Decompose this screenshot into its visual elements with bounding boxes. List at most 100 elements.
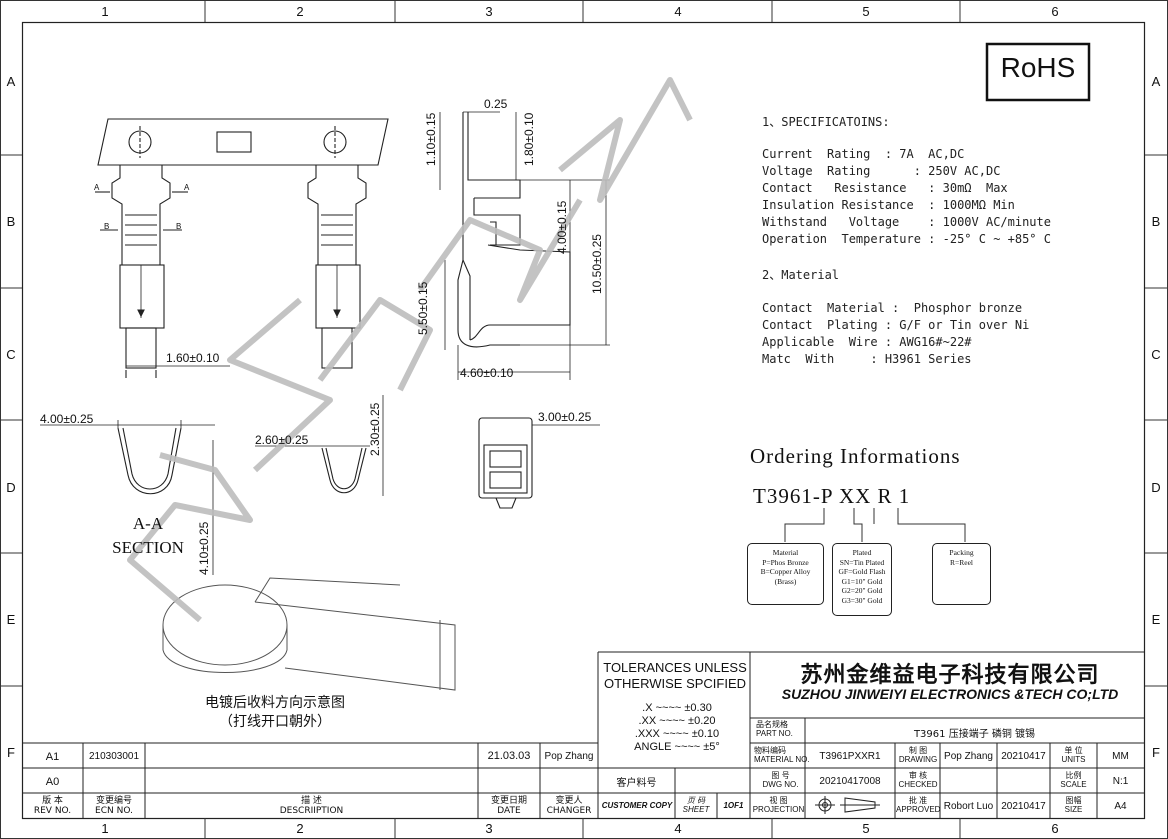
spec-line-insulation: Insulation Resistance : 1000MΩ Min	[762, 198, 1015, 212]
material-title: 2、Material	[762, 268, 840, 282]
zone-col-6-bottom: 6	[1051, 821, 1059, 836]
company-name-en: SUZHOU JINWEIYI ELECTRONICS &TECH CO;LTD	[781, 686, 1119, 702]
section-label-line1: A-A	[132, 514, 164, 533]
dim-2-60: 2.60±0.25	[255, 433, 309, 447]
spec-line-contact-resistance: Contact Resistance : 30mΩ Max	[762, 181, 1008, 195]
approved-date: 20210417	[1001, 801, 1046, 812]
ordering-box-packing: Packing R=Reel	[932, 543, 991, 605]
spec-title: 1、SPECIFICATOINS:	[762, 115, 890, 129]
tolerance-table: .X ~~~~ ±0.30 .XX ~~~~ ±0.20 .XXX ~~~~ ±…	[634, 702, 720, 753]
reel-illustration	[162, 577, 456, 691]
company-name-cn: 苏州金维益电子科技有限公司	[800, 663, 1100, 688]
watermark-icon	[127, 77, 693, 623]
zone-col-1: 1	[101, 4, 109, 19]
reel-caption-line1: 电镀后收料方向示意图	[205, 695, 345, 711]
dim-4-00-vertical: 4.00±0.15	[555, 200, 569, 254]
terminal-side-view	[439, 111, 610, 380]
zone-col-4: 4	[674, 4, 682, 19]
section-mark-b-left: B	[104, 222, 110, 231]
material-line-plating: Contact Plating : G/F or Tin over Ni	[762, 318, 1030, 332]
zone-col-3: 3	[485, 4, 493, 19]
rohs-box	[985, 42, 1091, 102]
dim-1-10: 1.10±0.15	[424, 112, 438, 166]
tolerances-heading: TOLERANCES UNLESS OTHERWISE SPCIFIED	[603, 660, 747, 691]
zone-row-b-right: B	[1151, 214, 1161, 229]
dim-4-60: 4.60±0.10	[460, 366, 514, 380]
approved-by: Robort Luo	[943, 801, 994, 812]
material-no-value: T3961PXXR1	[819, 751, 881, 762]
section-mark-b-right: B	[176, 222, 182, 231]
reel-caption-line2: （打线开口朝外）	[219, 714, 331, 730]
zone-row-f-right: F	[1152, 745, 1160, 760]
zone-row-d-right: D	[1151, 480, 1161, 495]
rev-row-1-ecn: 210303001	[88, 751, 140, 762]
dim-1-80: 1.80±0.10	[522, 112, 536, 166]
zone-col-3-bottom: 3	[485, 821, 493, 836]
ordering-box-material: Material P=Phos Bronze B=Copper Alloy (B…	[747, 543, 824, 605]
ordering-box-plated: Plated SN=Tin Plated GF=Gold Flash G1=10…	[832, 543, 892, 616]
units-value: MM	[1112, 751, 1129, 762]
section-views	[40, 395, 600, 575]
rev-row-2-rev: A0	[45, 776, 60, 788]
size-value: A4	[1114, 801, 1127, 812]
zone-row-e: E	[6, 612, 16, 627]
zone-row-a: A	[6, 74, 16, 89]
zone-row-a-right: A	[1151, 74, 1161, 89]
dim-4-10: 4.10±0.25	[197, 521, 211, 575]
rev-row-1-rev: A1	[45, 751, 60, 763]
dwg-no-value: 20210417008	[819, 776, 881, 787]
title-block-grid	[22, 651, 1144, 818]
zone-col-1-bottom: 1	[101, 821, 109, 836]
dim-5-50: 5.50±0.15	[416, 281, 430, 335]
zone-row-e-right: E	[1151, 612, 1161, 627]
dim-10-50: 10.50±0.25	[590, 234, 604, 294]
zone-col-6: 6	[1051, 4, 1059, 19]
zone-row-f: F	[7, 745, 15, 760]
zone-col-2-bottom: 2	[296, 821, 304, 836]
rev-row-1-date: 21.03.03	[487, 750, 531, 762]
material-line-contact: Contact Material : Phosphor bronze	[762, 301, 1023, 315]
spec-line-current: Current Rating : 7A AC,DC	[762, 147, 965, 161]
ordering-leaders	[784, 508, 966, 542]
projection-symbol-icon	[815, 796, 880, 814]
sheet-value: 1OF1	[723, 801, 744, 810]
zone-col-2: 2	[296, 4, 304, 19]
dim-3-00: 3.00±0.25	[538, 410, 592, 424]
section-mark-a-left: A	[94, 183, 100, 192]
material-line-mate: Matc With : H3961 Series	[762, 352, 972, 366]
zone-col-5: 5	[862, 4, 870, 19]
material-line-wire: Applicable Wire : AWG16#~22#	[762, 335, 972, 349]
drawing-by: Pop Zhang	[944, 751, 993, 762]
dim-0-25: 0.25	[484, 97, 508, 111]
ordering-title: Ordering Informations	[750, 444, 961, 468]
rev-row-1-changer: Pop Zhang	[544, 751, 594, 762]
scale-value: N:1	[1112, 776, 1129, 787]
zone-row-d: D	[6, 480, 16, 495]
zone-col-4-bottom: 4	[674, 821, 682, 836]
zone-row-b: B	[6, 214, 16, 229]
section-mark-a-right: A	[184, 183, 190, 192]
spec-line-temperature: Operation Temperature : -25° C ~ +85° C	[762, 232, 1051, 246]
zone-row-c-right: C	[1151, 347, 1161, 362]
customer-copy: CUSTOMER COPY	[601, 801, 673, 810]
rohs-label: RoHS	[1000, 52, 1076, 83]
section-label: A-A SECTION	[108, 512, 188, 560]
customer-part-label: 客户料号	[616, 778, 657, 789]
zone-row-c: C	[6, 347, 16, 362]
ordering-code: T3961-P XX R 1	[753, 484, 911, 508]
